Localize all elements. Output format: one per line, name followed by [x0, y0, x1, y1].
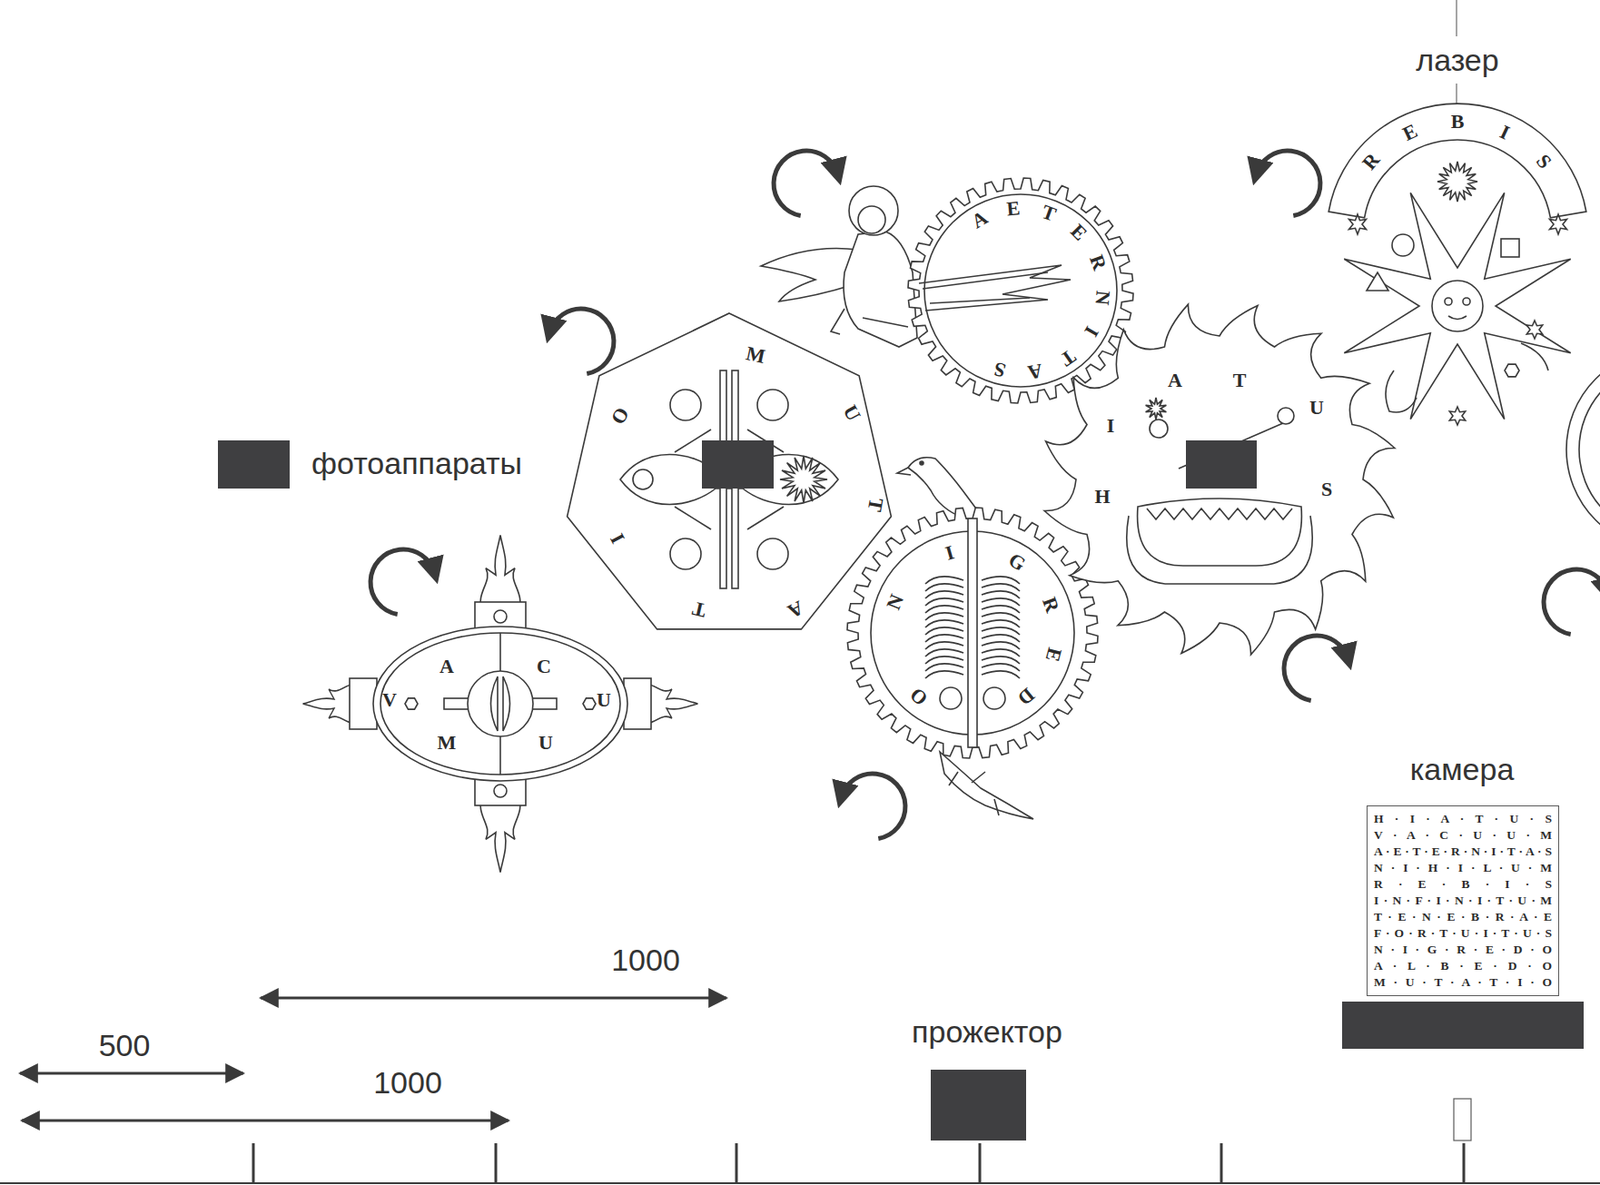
- aeternitas-gear: AETERNITAS: [902, 172, 1139, 409]
- emblem-letter: A: [1167, 370, 1183, 391]
- emblem-letter: U: [596, 690, 612, 711]
- word-table: H · I · A · T · U · SV · A · C · U · U ·…: [1366, 805, 1560, 997]
- table-row: M · U · T · A · T · I · O: [1373, 974, 1552, 991]
- annotation-label: 500: [98, 1028, 151, 1063]
- annotation-label: прожектор: [911, 1015, 1063, 1049]
- rotation-arrow: [1543, 569, 1600, 634]
- table-row: A · L · B · E · D · O: [1373, 958, 1552, 975]
- emblem-outline: [1321, 95, 1594, 450]
- emblem-letter: E: [1006, 198, 1022, 220]
- emblem-letter: U: [1309, 397, 1324, 418]
- emblem-letter: M: [744, 343, 768, 367]
- annotation-label: камера: [1410, 752, 1515, 787]
- rotation-arrow: [773, 150, 839, 216]
- emblem-letter: N: [1091, 289, 1113, 307]
- emblem-letter: U: [538, 732, 554, 753]
- emblem-letter: S: [1321, 479, 1333, 500]
- rotation-arrow: [1283, 635, 1349, 701]
- table-row: N · I · H · I · L · U · M: [1373, 859, 1552, 877]
- rotation-arrow: [370, 549, 435, 614]
- table-row: V · A · C · U · U · M: [1373, 827, 1552, 844]
- table-row: H · I · A · T · U · S: [1373, 810, 1552, 828]
- rotation-arrow: [549, 308, 614, 374]
- rotation-arrow: [840, 773, 906, 839]
- rotation-arrows: [370, 150, 1600, 839]
- emblem-letter: A: [439, 656, 455, 677]
- legend-swatch: [217, 440, 290, 489]
- table-row: N · I · G · R · E · D · O: [1373, 941, 1552, 959]
- partial-emblem: [1566, 349, 1600, 550]
- annotation-label: лазер: [1415, 43, 1499, 78]
- emblem-letter: T: [864, 496, 887, 514]
- table-row: F · O · R · T · U · I · T · U · S: [1373, 925, 1552, 942]
- emblem-letter: I: [1106, 415, 1116, 436]
- legend-text: фотоаппараты: [311, 446, 523, 481]
- emblem-letter: A: [1026, 359, 1044, 382]
- emblem-letter: C: [536, 656, 552, 677]
- table-row: I · N · F · I · N · I · T · U · M: [1373, 892, 1552, 909]
- scale-ruler: [0, 1143, 1600, 1184]
- emblem-letter: H: [1094, 486, 1110, 507]
- nigredo-gear: NIGREDO: [845, 505, 1100, 761]
- emblem-letter: B: [1451, 111, 1465, 132]
- table-row: R · E · B · I · S: [1373, 876, 1552, 893]
- lizard-figure: [939, 751, 1034, 820]
- emblem-letter: V: [382, 690, 397, 711]
- rebis-emblem: REBIS: [1321, 95, 1594, 450]
- table-row: T · E · N · E · B · R · A · E: [1373, 908, 1552, 926]
- dimension-lines: [19, 997, 727, 1121]
- table-row: A · E · T · E · R · N · I · T · A · S: [1373, 843, 1552, 860]
- emblem-outline: [845, 505, 1100, 761]
- annotation-label: 1000: [611, 943, 681, 978]
- rotation-arrow: [1255, 150, 1321, 216]
- emblem-letter: T: [1233, 370, 1247, 391]
- annotation-label: 1000: [373, 1066, 443, 1100]
- emblem-letter: M: [437, 732, 457, 753]
